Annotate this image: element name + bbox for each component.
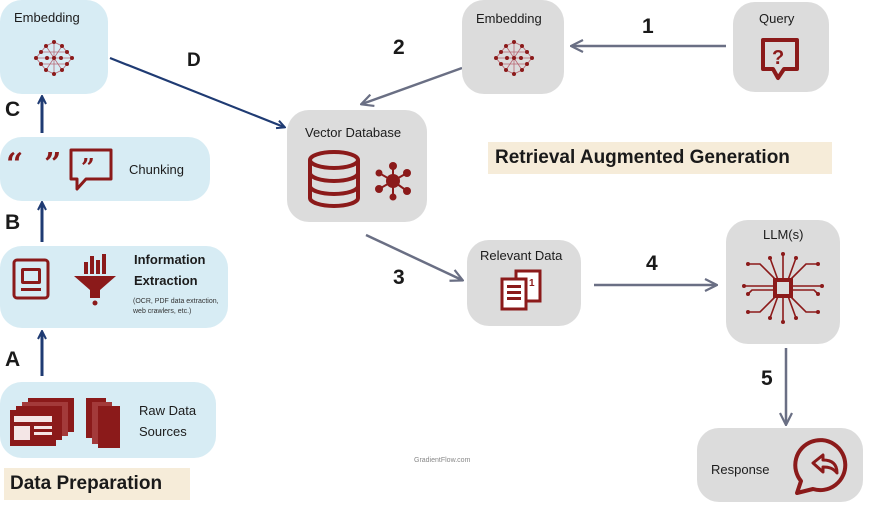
speech-quote-icon: ” (69, 148, 113, 191)
document-stack-icon (10, 398, 120, 448)
step-c: C (5, 98, 21, 121)
svg-text:?: ? (772, 47, 784, 69)
step-a: A (5, 348, 21, 371)
response-label: Response (711, 462, 770, 477)
document-scan-icon (12, 258, 50, 300)
node-cluster-icon (375, 162, 411, 201)
filter-funnel-icon (74, 254, 116, 306)
information-extraction-label-1: Information (134, 252, 206, 267)
rag-title: Retrieval Augmented Generation (488, 142, 832, 174)
chip-icon (742, 252, 824, 324)
svg-text:1: 1 (529, 278, 535, 289)
chunking-label: Chunking (129, 162, 184, 177)
quote-marks-icon: “ ” (6, 147, 62, 182)
embedding-node-right (462, 0, 564, 94)
neural-network-icon (494, 40, 534, 76)
arrow-3 (365, 233, 462, 280)
step-3: 3 (393, 266, 405, 289)
step-b: B (5, 211, 21, 234)
documents-icon: 1 (500, 269, 542, 311)
vector-database-label: Vector Database (305, 125, 402, 140)
embedding-right-label: Embedding (476, 11, 542, 26)
step-1: 1 (642, 15, 654, 38)
step-4: 4 (646, 252, 658, 275)
information-extraction-note-2: web crawlers, etc.) (133, 308, 192, 315)
credit-text: GradientFlow.com (414, 457, 471, 464)
neural-network-icon (34, 40, 74, 76)
information-extraction-note-1: (OCR, PDF data extraction, (133, 298, 219, 305)
chat-reply-icon (793, 438, 848, 495)
llm-label: LLM(s) (763, 227, 804, 242)
data-preparation-title: Data Preparation (4, 468, 190, 500)
svg-text:”: ” (81, 153, 95, 182)
query-label: Query (759, 11, 795, 26)
information-extraction-label-2: Extraction (134, 273, 198, 288)
arrow-2 (362, 66, 463, 104)
database-icon (308, 150, 360, 208)
step-2: 2 (393, 36, 405, 59)
step-d: D (187, 50, 201, 71)
raw-data-label-1: Raw Data (139, 403, 197, 418)
raw-data-label-2: Sources (139, 424, 187, 439)
chunking-node (0, 137, 210, 201)
question-bubble-icon: ? (761, 38, 799, 80)
embedding-left-label: Embedding (14, 10, 80, 25)
arrow-d (109, 56, 284, 127)
relevant-data-label: Relevant Data (480, 248, 563, 263)
step-5: 5 (761, 367, 773, 390)
